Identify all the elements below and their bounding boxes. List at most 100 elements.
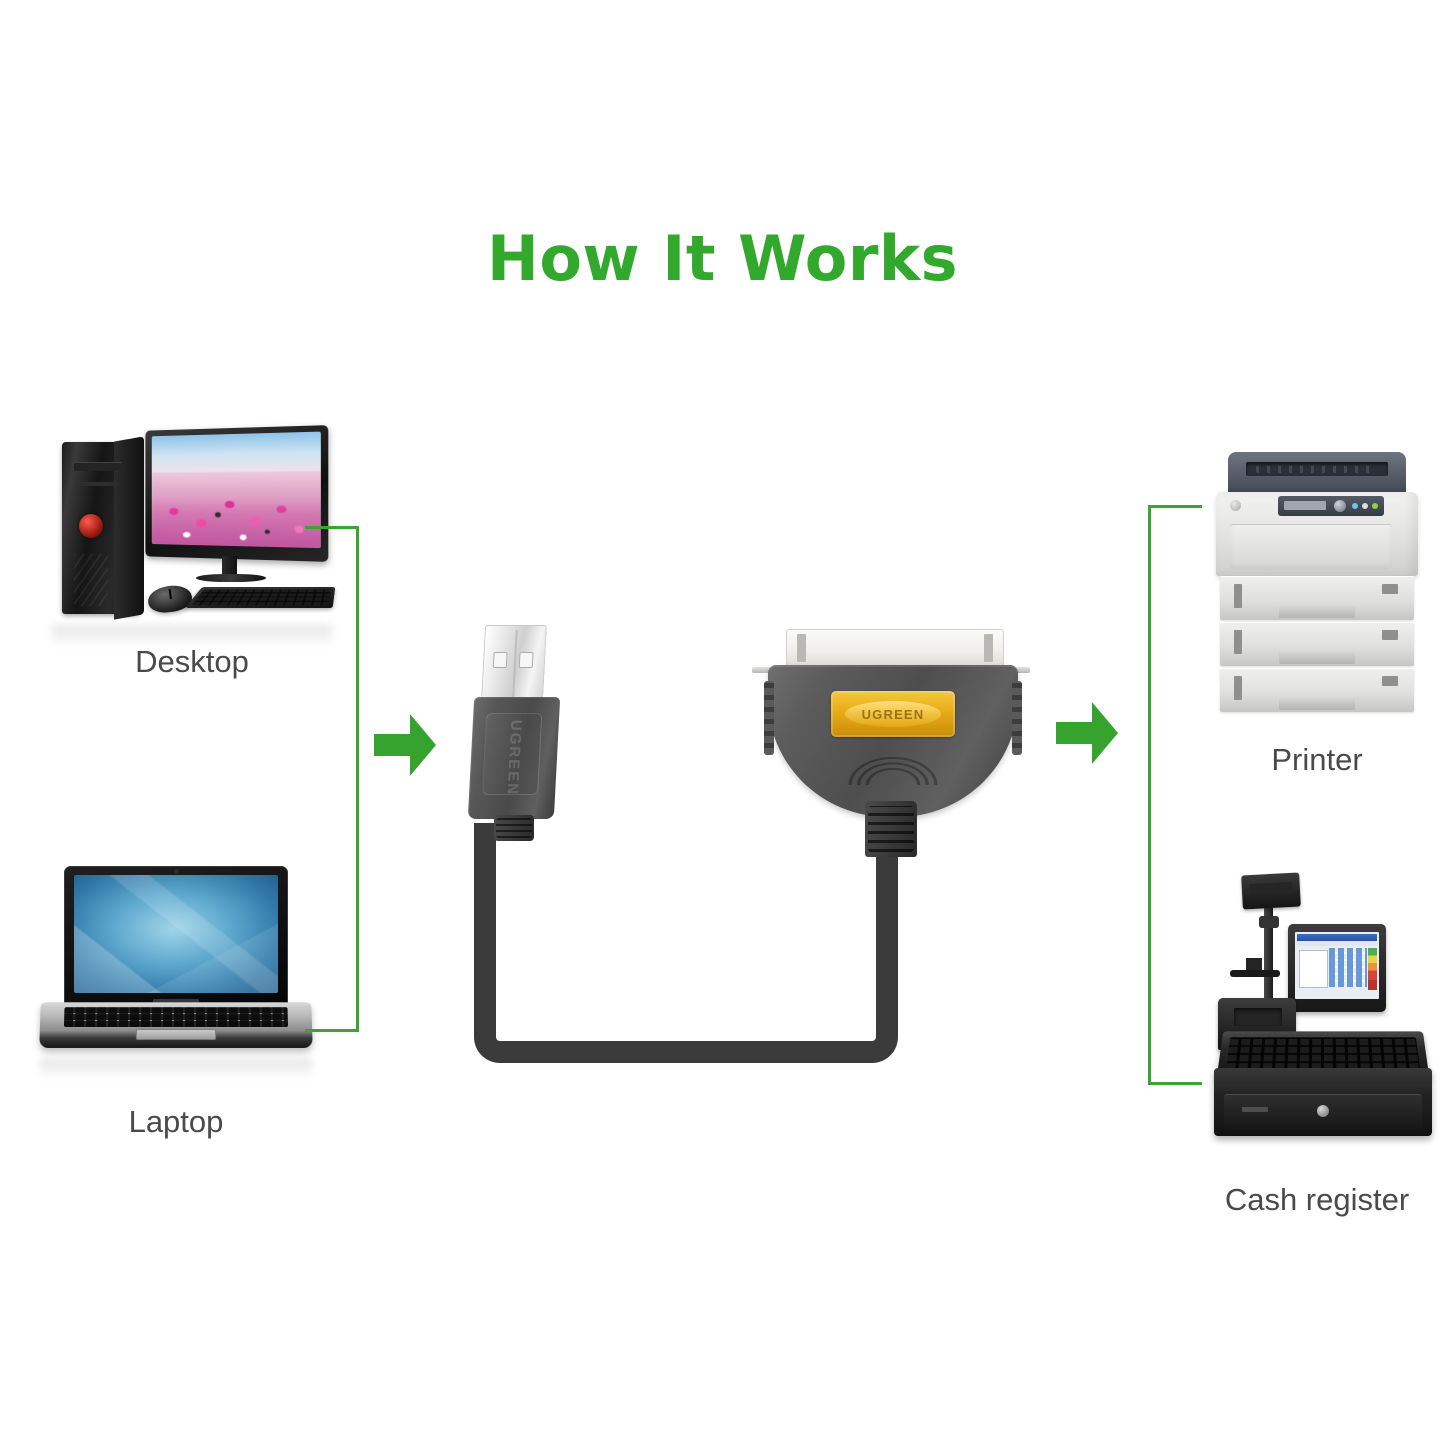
printer-front-cover — [1230, 524, 1392, 570]
monitor-foot — [1230, 970, 1280, 977]
tray-handle — [1279, 652, 1355, 664]
pos-receipt-panel — [1299, 950, 1328, 989]
arrow-head — [409, 714, 436, 776]
laptop-reflection — [40, 1058, 312, 1080]
tower-slot — [76, 482, 118, 486]
caption-desktop: Desktop — [135, 644, 249, 679]
printer-status-led-blue — [1352, 503, 1358, 509]
caption-laptop: Laptop — [128, 1104, 224, 1139]
pos-window-titlebar — [1297, 934, 1377, 941]
laptop-brand-mark — [153, 999, 199, 1004]
computer-mouse — [146, 583, 194, 615]
usb-strain-relief — [494, 815, 534, 841]
desktop-monitor — [140, 425, 329, 582]
parallel-shell: UGREEN — [764, 665, 1022, 817]
parallel-tab-left — [797, 634, 806, 662]
printer-paper-tray-2 — [1220, 622, 1414, 666]
caption-cash-register: Cash register — [1224, 1182, 1410, 1217]
pos-touchscreen-monitor — [1288, 924, 1386, 1012]
computer-tower — [62, 442, 140, 614]
arrow-right-icon-right — [1056, 702, 1118, 764]
bracket-bottom-arm — [305, 1029, 357, 1032]
pos-button-grid — [1328, 948, 1368, 987]
cash-drawer — [1214, 1068, 1432, 1136]
tray-indicator — [1382, 676, 1398, 686]
tray-indicator — [1382, 584, 1398, 594]
caption-printer: Printer — [1271, 742, 1363, 777]
printer-main-body — [1216, 492, 1418, 576]
monitor-stand — [1246, 958, 1262, 972]
laptop-trackpad — [135, 1028, 217, 1040]
laptop-keyboard — [63, 1007, 289, 1027]
laptop-computer-icon — [39, 866, 313, 1080]
laptop-base — [39, 1002, 313, 1048]
parallel-tab-right — [984, 634, 993, 662]
monitor-bezel — [145, 425, 329, 562]
webcam-icon — [173, 869, 179, 874]
parallel-grip-ridges — [839, 749, 947, 785]
bracket-spine — [1148, 505, 1151, 1085]
page-title: How It Works — [486, 222, 959, 295]
arrow-shaft — [374, 734, 412, 756]
laptop-screen-wallpaper — [74, 875, 278, 993]
desktop-computer-icon — [52, 425, 336, 647]
tray-slot — [1234, 676, 1242, 700]
pos-category-color-column — [1368, 948, 1377, 990]
usb-contact-shell — [481, 625, 547, 701]
parallel-centronics-connector: UGREEN — [746, 615, 1036, 865]
printer-status-led-white — [1362, 503, 1368, 509]
usb-to-parallel-printer-cable: UGREEN UGREEN — [440, 615, 1060, 1085]
drawer-lock-icon — [1317, 1105, 1329, 1117]
printer-output-tray — [1246, 462, 1388, 476]
monitor-base — [196, 574, 266, 582]
display-pole-joint — [1259, 916, 1279, 928]
arrow-shaft — [1056, 722, 1094, 744]
printer-status-led-green — [1372, 503, 1378, 509]
input-devices-bracket — [305, 526, 359, 1032]
pos-window-menubar — [1297, 941, 1377, 946]
tray-slot — [1234, 630, 1242, 654]
tower-vent — [74, 554, 108, 606]
bracket-spine — [356, 526, 359, 1032]
laser-printer-icon — [1206, 452, 1428, 714]
printer-power-button — [1230, 500, 1241, 511]
pos-screen — [1295, 932, 1379, 999]
monitor-screen-wallpaper — [151, 431, 321, 549]
bracket-bottom-arm — [1150, 1082, 1202, 1085]
tray-handle — [1279, 698, 1355, 710]
tower-power-badge — [79, 514, 103, 538]
parallel-brand-text: UGREEN — [861, 706, 925, 722]
output-devices-bracket — [1148, 505, 1202, 1085]
tray-handle — [1279, 606, 1355, 618]
printer-paper-tray-1 — [1220, 576, 1414, 620]
arrow-head — [1091, 702, 1118, 764]
printer-navigation-dial — [1334, 500, 1346, 512]
monitor-neck — [222, 556, 237, 576]
laptop-lid — [64, 866, 288, 1006]
printer-control-panel — [1278, 496, 1384, 516]
parallel-brand-label: UGREEN — [831, 691, 955, 737]
printer-lcd-display — [1284, 501, 1326, 510]
usb-shell-seam — [512, 630, 518, 698]
usb-housing: UGREEN — [467, 697, 561, 819]
desktop-reflection — [52, 625, 332, 647]
printer-top-cover — [1228, 452, 1406, 498]
parallel-contact-block — [786, 629, 1004, 671]
tray-indicator — [1382, 630, 1398, 640]
printer-paper-tray-3 — [1220, 668, 1414, 712]
usb-notch-right — [518, 652, 534, 668]
drawer-brand-mark — [1242, 1107, 1268, 1112]
usb-a-connector: UGREEN — [465, 625, 561, 841]
cable-body — [474, 823, 898, 1063]
optical-drive-slot — [74, 462, 122, 471]
bracket-top-arm — [1150, 505, 1202, 508]
usb-notch-left — [492, 652, 508, 668]
customer-display-pole — [1264, 908, 1273, 1016]
cash-drawer-front — [1224, 1094, 1422, 1130]
pos-cash-register-icon — [1206, 872, 1438, 1144]
customer-display-screen — [1241, 872, 1301, 910]
tray-slot — [1234, 584, 1242, 608]
parallel-brand-oval: UGREEN — [845, 701, 941, 727]
arrow-right-icon-left — [374, 714, 436, 776]
